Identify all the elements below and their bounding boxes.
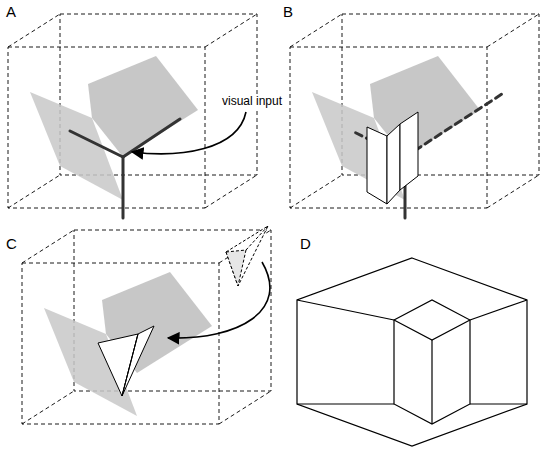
panel-letter: B (283, 4, 293, 19)
panel-b (290, 14, 539, 218)
input-arrow (132, 112, 246, 154)
callout-label: visual input (220, 94, 284, 108)
panel-letter: D (300, 236, 311, 251)
pyramid-template (226, 226, 268, 286)
panel-c (22, 230, 271, 424)
panel-a (8, 14, 257, 218)
transfer-arrow (168, 262, 270, 338)
panel-letter: C (6, 236, 17, 251)
panel-letter: A (6, 4, 16, 19)
panel-d (297, 258, 527, 446)
